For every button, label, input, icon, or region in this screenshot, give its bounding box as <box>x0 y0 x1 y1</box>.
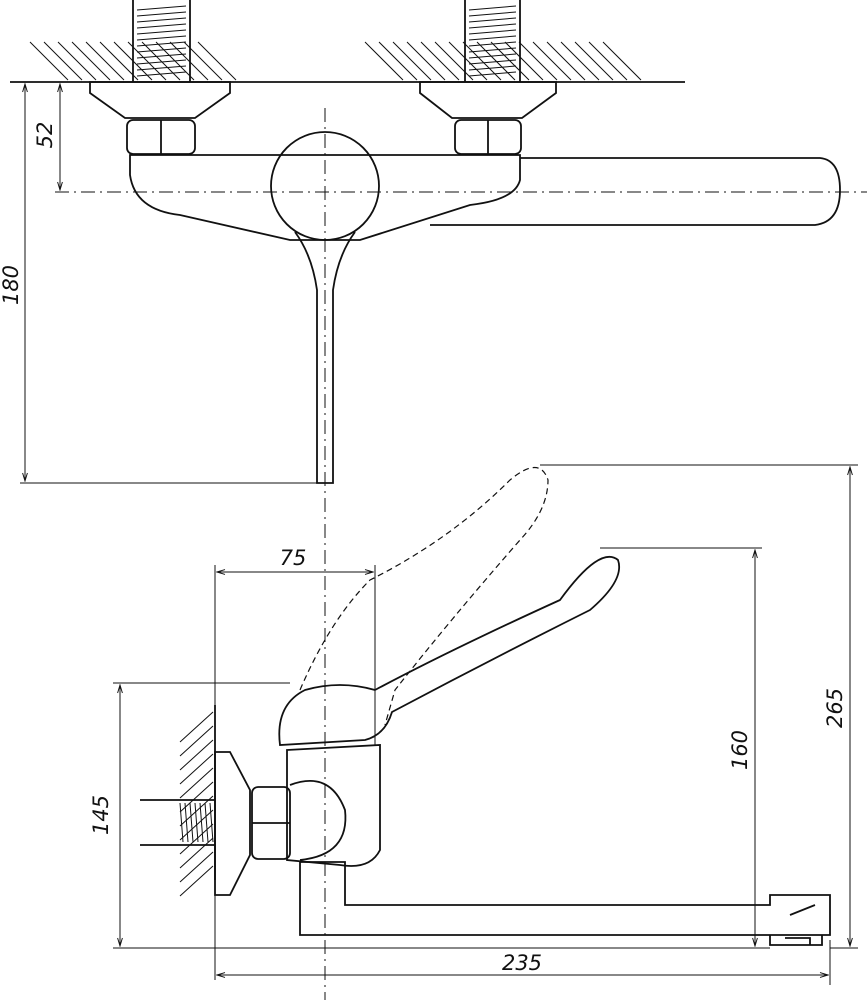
hatch-line <box>71 41 111 81</box>
inlet-pipe-right <box>464 0 521 82</box>
hatch-line <box>468 29 517 35</box>
dimension-75: 75 <box>214 546 376 980</box>
hatch-line <box>574 41 614 81</box>
dimension-145: 145 <box>89 682 770 949</box>
hatch-line <box>560 41 600 81</box>
spout <box>430 157 841 226</box>
hatch-line <box>43 41 83 81</box>
hatch-line <box>468 5 517 11</box>
hatch-line <box>136 23 187 29</box>
hatch-line <box>468 59 517 65</box>
hatch-line <box>85 41 125 81</box>
inlet-pipe-left <box>132 0 191 82</box>
hatch-line <box>378 41 418 81</box>
dimension-label: 75 <box>280 546 307 570</box>
wall-hatching-side <box>179 711 214 897</box>
spout-side <box>299 861 831 936</box>
hatch-line <box>448 41 488 81</box>
hatch-line <box>434 41 474 81</box>
hatch-line <box>136 71 187 77</box>
hatch-line <box>179 767 214 799</box>
escutcheon-side <box>214 751 251 896</box>
hatch-line <box>194 802 199 843</box>
dimension-label: 180 <box>0 265 23 305</box>
hatch-line <box>136 65 187 71</box>
hatch-line <box>99 41 139 81</box>
hatch-line <box>179 711 214 743</box>
hatch-line <box>179 851 214 883</box>
dimension-label: 52 <box>33 122 57 149</box>
hatch-line <box>197 41 237 81</box>
side-view: 75 145 160 265 235 <box>89 464 858 985</box>
hatch-line <box>136 5 187 11</box>
hatch-line <box>136 41 187 47</box>
dimension-265: 265 <box>540 464 858 949</box>
escutcheon-left <box>89 81 231 119</box>
nut-side <box>251 786 291 860</box>
hatch-line <box>179 753 214 785</box>
hatch-line <box>468 53 517 59</box>
hatch-line <box>468 17 517 23</box>
hatch-line <box>179 802 184 843</box>
hatch-line <box>518 41 558 81</box>
hatch-line <box>204 802 209 843</box>
hatch-line <box>468 11 517 17</box>
hatch-line <box>57 41 97 81</box>
dimension-label: 235 <box>502 951 542 975</box>
hatch-line <box>184 802 189 843</box>
hatch-line <box>476 41 516 81</box>
hatch-line <box>546 41 586 81</box>
hatch-line <box>136 59 187 65</box>
hatch-line <box>179 837 214 869</box>
hatch-line <box>136 11 187 17</box>
dimension-160: 160 <box>600 547 762 946</box>
hatch-line <box>136 53 187 59</box>
hatch-line <box>179 865 214 897</box>
lever-handle-side <box>278 555 620 746</box>
hatch-line <box>136 47 187 53</box>
hatch-line <box>468 71 517 77</box>
hatch-line <box>179 725 214 757</box>
hatch-line <box>136 35 187 41</box>
hatch-line <box>468 35 517 41</box>
hatch-line <box>136 29 187 35</box>
hatch-line <box>136 17 187 23</box>
dimension-label: 265 <box>823 688 847 728</box>
hatch-line <box>364 41 404 81</box>
hatch-line <box>179 739 214 771</box>
hatch-line <box>189 802 194 843</box>
nut-left <box>126 119 196 155</box>
aerator <box>769 904 823 946</box>
mixer-body-side <box>286 744 381 867</box>
dimension-label: 145 <box>89 795 113 835</box>
hatch-line <box>468 47 517 53</box>
dimension-label: 160 <box>728 730 752 770</box>
dimension-180: 180 <box>0 84 318 484</box>
dimension-52: 52 <box>33 84 60 190</box>
hatch-line <box>588 41 628 81</box>
body-curve <box>289 780 347 861</box>
hatch-line <box>602 41 642 81</box>
inlet-pipe-side <box>140 799 215 846</box>
hatch-line <box>468 41 517 47</box>
hatch-line <box>532 41 572 81</box>
hatch-line <box>420 41 460 81</box>
hatch-line <box>406 41 446 81</box>
hatch-line <box>209 802 214 843</box>
hatch-line <box>468 23 517 29</box>
hatch-line <box>392 41 432 81</box>
nut-right <box>454 119 522 155</box>
hatch-line <box>141 41 181 81</box>
hatch-line <box>29 41 69 81</box>
dimension-235: 235 <box>217 940 831 985</box>
hatch-line <box>179 795 214 827</box>
hatch-line <box>199 802 204 843</box>
lever-raised-position <box>299 466 549 726</box>
hatch-line <box>468 65 517 71</box>
escutcheon-right <box>419 81 557 119</box>
